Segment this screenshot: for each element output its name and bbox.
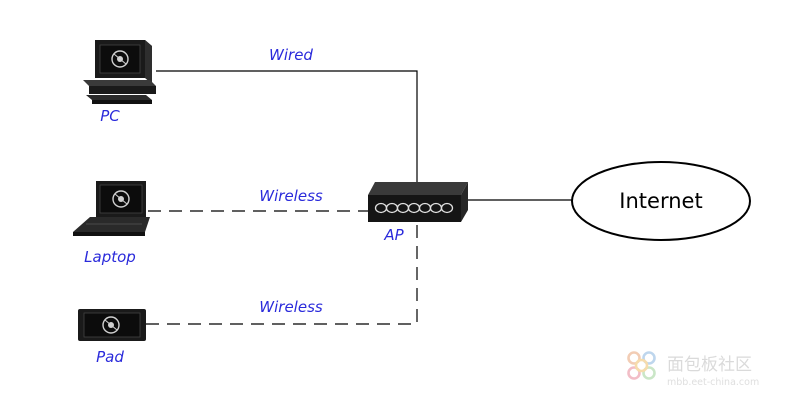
pc-label: PC <box>100 107 120 125</box>
watermark: 面包板社区 mbb.eet-china.com <box>627 351 759 388</box>
watermark-url: mbb.eet-china.com <box>667 377 759 388</box>
pad-wireless-label: Wireless <box>259 298 323 316</box>
ap-label: AP <box>383 226 404 244</box>
pad-label: Pad <box>96 348 124 366</box>
laptop-wireless-label: Wireless <box>259 187 323 205</box>
laptop-icon <box>73 181 150 236</box>
watermark-logo-icon <box>627 351 656 380</box>
laptop-label: Laptop <box>84 248 136 266</box>
wired-link-line <box>156 70 418 183</box>
internet-label: Internet <box>619 189 702 213</box>
pc-icon <box>83 40 156 104</box>
wired-label: Wired <box>269 46 313 64</box>
watermark-title: 面包板社区 <box>667 355 752 375</box>
pad-icon <box>78 309 146 341</box>
connection-lines <box>146 70 572 325</box>
ap-icon <box>368 182 468 222</box>
pad-wireless-line <box>146 224 418 325</box>
internet-ellipse <box>571 161 751 241</box>
